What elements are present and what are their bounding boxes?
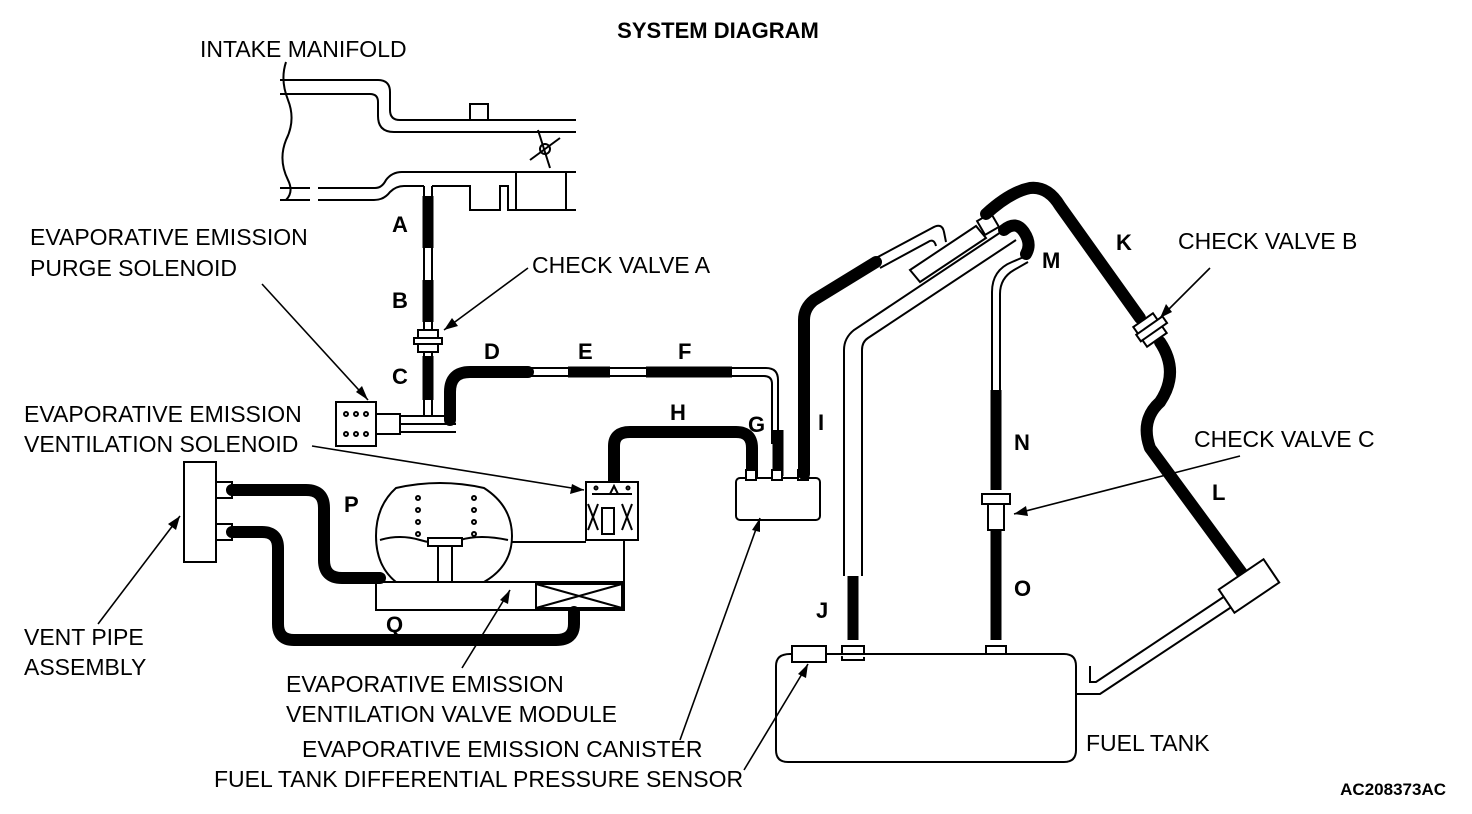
ventilation-valve-label-1: EVAPORATIVE EMISSION	[286, 671, 564, 697]
hose-label-k: K	[1116, 230, 1132, 255]
hose-label-o: O	[1014, 576, 1031, 601]
check-valve-a-label: CHECK VALVE A	[532, 252, 711, 278]
check-valve-c	[981, 493, 1011, 531]
hose-label-j: J	[816, 598, 828, 623]
purge-solenoid-label-1: EVAPORATIVE EMISSION	[30, 224, 308, 250]
purge-solenoid	[335, 401, 456, 447]
ventilation-valve-leader	[461, 589, 511, 669]
hose-abc	[422, 186, 434, 412]
vent-pipe-label-1: VENT PIPE	[24, 624, 144, 650]
ventilation-solenoid-leader	[311, 445, 585, 491]
hose-i	[798, 224, 947, 480]
vent-pipe-label-2: ASSEMBLY	[24, 654, 146, 680]
hose-label-p: P	[344, 492, 359, 517]
hose-label-q: Q	[386, 612, 403, 637]
diagram-title: SYSTEM DIAGRAM	[617, 18, 819, 43]
ventilation-solenoid	[585, 481, 639, 541]
hose-pq	[226, 484, 580, 646]
hose-label-b: B	[392, 288, 408, 313]
hose-def	[444, 366, 779, 444]
ventilation-valve-module	[374, 482, 625, 611]
ventilation-solenoid-label-2: VENTILATION SOLENOID	[24, 431, 298, 457]
purge-solenoid-label-2: PURGE SOLENOID	[30, 255, 237, 281]
check-valve-b	[1131, 311, 1169, 349]
tank-top-fitting	[908, 211, 1001, 284]
intake-manifold	[280, 61, 576, 211]
purge-solenoid-leader	[261, 283, 369, 401]
check-valve-b-label: CHECK VALVE B	[1178, 228, 1357, 254]
ventilation-solenoid-label-1: EVAPORATIVE EMISSION	[24, 401, 302, 427]
hose-label-n: N	[1014, 430, 1030, 455]
hose-kl	[980, 181, 1256, 590]
vent-pipe-assembly	[183, 461, 233, 563]
check-valve-c-label: CHECK VALVE C	[1194, 426, 1375, 452]
reference-code: AC208373AC	[1340, 780, 1446, 799]
hose-label-c: C	[392, 364, 408, 389]
canister-leader	[679, 517, 761, 741]
pressure-sensor-leader	[743, 663, 809, 771]
canister-label: EVAPORATIVE EMISSION CANISTER	[302, 736, 702, 762]
intake-manifold-label: INTAKE MANIFOLD	[200, 36, 407, 62]
hose-label-f: F	[678, 339, 691, 364]
hose-label-i: I	[818, 410, 824, 435]
check-valve-a	[413, 329, 443, 353]
hose-label-l: L	[1212, 480, 1225, 505]
hose-label-h: H	[670, 400, 686, 425]
fuel-tank-label: FUEL TANK	[1086, 730, 1210, 756]
hose-gh	[608, 426, 784, 488]
pressure-sensor-label: FUEL TANK DIFFERENTIAL PRESSURE SENSOR	[214, 766, 743, 792]
fuel-tank	[775, 557, 1281, 763]
hose-label-a: A	[392, 212, 408, 237]
ventilation-valve-label-2: VENTILATION VALVE MODULE	[286, 701, 617, 727]
hose-label-e: E	[578, 339, 593, 364]
hose-label-g: G	[748, 412, 765, 437]
check-valve-a-leader	[443, 267, 529, 331]
hose-label-d: D	[484, 339, 500, 364]
vent-pipe-leader	[97, 515, 181, 625]
hose-label-m: M	[1042, 248, 1060, 273]
hose-j	[841, 225, 1017, 661]
check-valve-c-leader	[1013, 455, 1241, 515]
